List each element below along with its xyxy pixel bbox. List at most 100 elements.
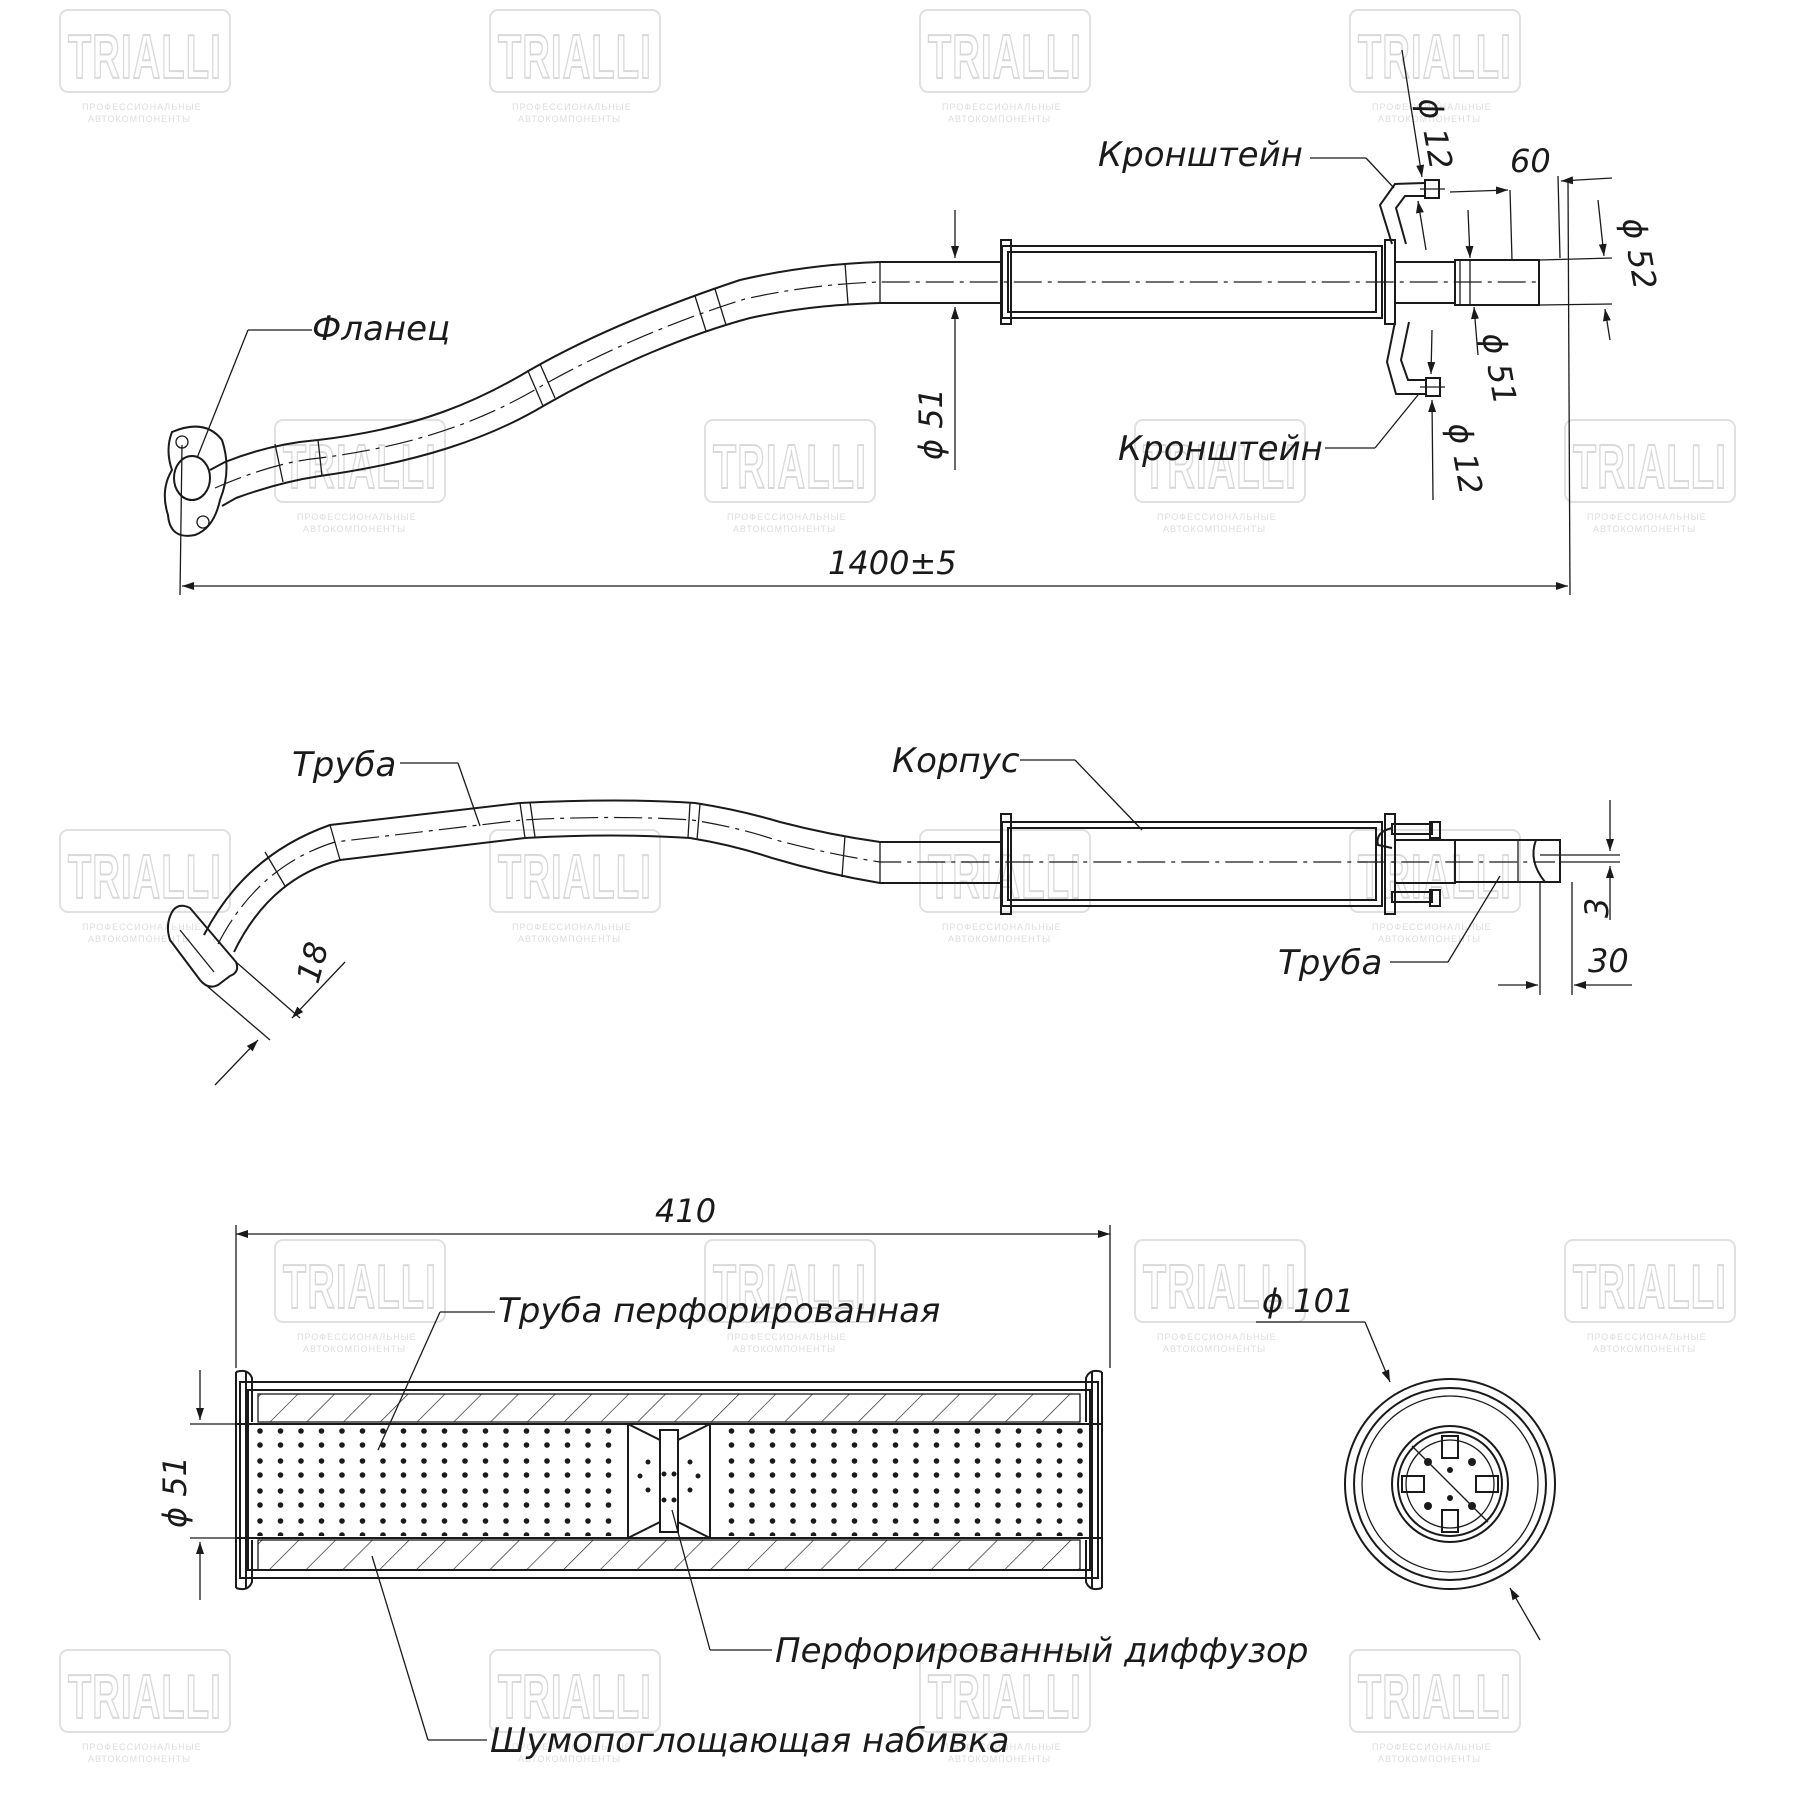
perforated-diffuser bbox=[627, 1423, 711, 1539]
label-bracket-top-text: Кронштейн bbox=[1098, 135, 1303, 175]
watermark-tagline-2: АВТОКОМПОНЕНТЫ bbox=[1163, 1344, 1266, 1354]
watermark-brand: TRIALLI bbox=[283, 1253, 437, 1322]
watermark-tagline-1: ПРОФЕССИОНАЛЬНЫЕ bbox=[82, 922, 202, 932]
watermark-brand: TRIALLI bbox=[713, 433, 867, 502]
watermark-tagline-1: ПРОФЕССИОНАЛЬНЫЕ bbox=[1372, 922, 1492, 932]
label-packing-text: Шумопоглощающая набивка bbox=[490, 1721, 1010, 1761]
pipe-centerline bbox=[214, 281, 1540, 489]
label-pipe-rear-text: Труба bbox=[1278, 943, 1382, 983]
label-pipe-rear: Труба bbox=[1278, 875, 1501, 983]
watermark-tagline-2: АВТОКОМПОНЕНТЫ bbox=[303, 524, 406, 534]
watermark-brand: TRIALLI bbox=[1358, 1663, 1512, 1732]
dim-text-phi12-top: ϕ 12 bbox=[1410, 95, 1460, 173]
watermark-tagline-2: АВТОКОМПОНЕНТЫ bbox=[303, 1344, 406, 1354]
watermark-tagline-2: АВТОКОМПОНЕНТЫ bbox=[733, 524, 836, 534]
watermark-tagline-2: АВТОКОМПОНЕНТЫ bbox=[88, 114, 191, 124]
watermark-tagline-2: АВТОКОМПОНЕНТЫ bbox=[948, 934, 1051, 944]
dim-total-length: 1400±5 bbox=[179, 179, 1571, 596]
watermark-logo: TRIALLI ПРОФЕССИОНАЛЬНЫЕ АВТОКОМПОНЕНТЫ bbox=[1349, 1649, 1521, 1764]
watermark-brand: TRIALLI bbox=[1573, 1253, 1727, 1322]
label-perforated-pipe-text: Труба перфорированная bbox=[498, 1291, 940, 1331]
watermark-tagline-2: АВТОКОМПОНЕНТЫ bbox=[518, 934, 621, 944]
watermark-tagline-2: АВТОКОМПОНЕНТЫ bbox=[88, 934, 191, 944]
watermark-tagline-1: ПРОФЕССИОНАЛЬНЫЕ bbox=[1157, 1332, 1277, 1342]
watermark-tagline-1: ПРОФЕССИОНАЛЬНЫЕ bbox=[1587, 512, 1707, 522]
side-view: 18 3 30 Труба bbox=[166, 741, 1632, 1086]
label-bracket-top: Кронштейн bbox=[1098, 135, 1395, 189]
label-diffuser-text: Перфорированный диффузор bbox=[775, 1631, 1308, 1671]
label-flange: Фланец bbox=[196, 309, 450, 459]
end-view: ϕ 101 bbox=[1256, 1282, 1556, 1641]
top-view: ϕ 51 ϕ 12 ϕ 12 ϕ 51 bbox=[163, 49, 1664, 596]
watermark-tagline-1: ПРОФЕССИОНАЛЬНЫЕ bbox=[1372, 1742, 1492, 1752]
label-bracket-bottom: Кронштейн bbox=[1118, 394, 1419, 469]
watermark-tagline-1: ПРОФЕССИОНАЛЬНЫЕ bbox=[1587, 1332, 1707, 1342]
front-pipe-top bbox=[209, 261, 1000, 471]
side-pipe-bottom bbox=[233, 834, 1000, 953]
dim-text-phi51-left: ϕ 51 bbox=[912, 388, 950, 460]
side-pipe-top bbox=[203, 799, 1000, 936]
label-pipe-front-text: Труба bbox=[292, 745, 396, 785]
watermark-tagline-2: АВТОКОМПОНЕНТЫ bbox=[733, 1344, 836, 1354]
dim-bracket-top: ϕ 12 bbox=[1401, 49, 1460, 251]
watermark-brand: TRIALLI bbox=[498, 23, 652, 92]
watermark-tagline-1: ПРОФЕССИОНАЛЬНЫЕ bbox=[82, 1742, 202, 1752]
watermark-tagline-1: ПРОФЕССИОНАЛЬНЫЕ bbox=[1372, 102, 1492, 112]
side-centerline bbox=[217, 816, 1555, 945]
watermark-tagline-1: ПРОФЕССИОНАЛЬНЫЕ bbox=[82, 102, 202, 112]
dim-text-phi12-bottom: ϕ 12 bbox=[1440, 420, 1490, 498]
dim-flange-offset: 18 bbox=[199, 938, 346, 1086]
watermark-brand: TRIALLI bbox=[1143, 433, 1297, 502]
dim-text-60: 60 bbox=[1510, 142, 1551, 180]
dim-body-length: 410 bbox=[235, 1192, 1111, 1368]
flange bbox=[163, 425, 228, 537]
dim-text-phi52: ϕ 52 bbox=[1614, 215, 1664, 293]
bracket-bottom bbox=[1385, 321, 1445, 397]
watermark-brand: TRIALLI bbox=[498, 843, 652, 912]
watermark-tagline-2: АВТОКОМПОНЕНТЫ bbox=[948, 1754, 1051, 1764]
sound-absorbing-packing-top bbox=[257, 1393, 1081, 1423]
perforations-right bbox=[718, 1426, 1088, 1536]
watermark-tagline-1: ПРОФЕССИОНАЛЬНЫЕ bbox=[297, 1332, 417, 1342]
watermark-brand: TRIALLI bbox=[1358, 23, 1512, 92]
muffler-body-side bbox=[1000, 813, 1561, 915]
label-flange-text: Фланец bbox=[312, 309, 450, 349]
watermark-brand: TRIALLI bbox=[928, 843, 1082, 912]
watermark-tagline-1: ПРОФЕССИОНАЛЬНЫЕ bbox=[727, 1332, 847, 1342]
label-packing: Шумопоглощающая набивка bbox=[371, 1555, 1010, 1761]
dim-pipe-diameter-left: ϕ 51 bbox=[912, 210, 1000, 470]
section-view: 410 ϕ 51 Труба перфорированная Перфориро… bbox=[156, 1192, 1556, 1761]
label-body-text: Корпус bbox=[892, 741, 1020, 781]
watermark-brand: TRIALLI bbox=[928, 1663, 1082, 1732]
watermark-logo: TRIALLI ПРОФЕССИОНАЛЬНЫЕ АВТОКОМПОНЕНТЫ bbox=[489, 829, 661, 944]
watermark-tagline-2: АВТОКОМПОНЕНТЫ bbox=[88, 1754, 191, 1764]
sound-absorbing-packing-bottom bbox=[257, 1539, 1081, 1571]
watermark-logo: TRIALLI ПРОФЕССИОНАЛЬНЫЕ АВТОКОМПОНЕНТЫ bbox=[919, 1649, 1091, 1764]
watermark-tagline-1: ПРОФЕССИОНАЛЬНЫЕ bbox=[512, 1742, 632, 1752]
watermark-tagline-1: ПРОФЕССИОНАЛЬНЫЕ bbox=[512, 922, 632, 932]
side-bend-marks bbox=[264, 801, 881, 887]
dim-outlet-length: 60 bbox=[1449, 142, 1613, 261]
watermark-tagline-2: АВТОКОМПОНЕНТЫ bbox=[1378, 1754, 1481, 1764]
watermark-brand: TRIALLI bbox=[283, 433, 437, 502]
dim-text-phi51-right: ϕ 51 bbox=[1474, 330, 1524, 408]
side-flange bbox=[166, 904, 239, 988]
watermark-logo: TRIALLI ПРОФЕССИОНАЛЬНЫЕ АВТОКОМПОНЕНТЫ bbox=[274, 419, 446, 534]
watermark-tagline-1: ПРОФЕССИОНАЛЬНЫЕ bbox=[1157, 512, 1277, 522]
watermark-tagline-2: АВТОКОМПОНЕНТЫ bbox=[1163, 524, 1266, 534]
watermark-tagline-1: ПРОФЕССИОНАЛЬНЫЕ bbox=[942, 1742, 1062, 1752]
dim-pipe-diameter-right: ϕ 51 bbox=[1465, 209, 1524, 408]
watermark-tagline-1: ПРОФЕССИОНАЛЬНЫЕ bbox=[297, 512, 417, 522]
perforations-left bbox=[250, 1426, 620, 1536]
label-diffuser: Перфорированный диффузор bbox=[671, 1509, 1308, 1671]
watermark-brand: TRIALLI bbox=[1143, 1253, 1297, 1322]
